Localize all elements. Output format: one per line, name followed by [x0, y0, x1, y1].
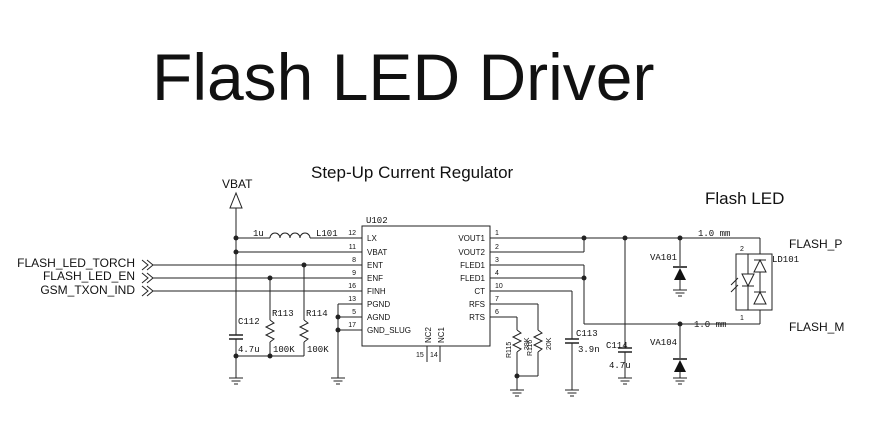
ic-pin-fled1-a: FLED1: [460, 261, 485, 270]
ic-pin-pgnd: PGND: [367, 300, 390, 309]
ic-pin-enf: ENF: [367, 274, 383, 283]
pin-num-15: 15: [416, 352, 424, 359]
r114-value: 100K: [307, 345, 329, 355]
inductor-l101: 1u L101: [236, 229, 362, 239]
ld101-ref: LD101: [772, 255, 799, 265]
pin-num-14: 14: [430, 352, 438, 359]
pin-num-4: 4: [495, 270, 499, 277]
r114-ref: R114: [306, 309, 328, 319]
pin-num-1: 1: [495, 230, 499, 237]
c112-value: 4.7u: [238, 345, 260, 355]
pin-num-16: 16: [348, 283, 356, 290]
resistor-r113: R113 100K: [264, 278, 295, 356]
c114-value: 4.7u: [609, 361, 631, 371]
resistor-r114: R114 100K: [298, 265, 329, 356]
inductor-ref: L101: [316, 229, 338, 239]
tvs-va104: VA104: [650, 321, 688, 385]
pin-num-10: 10: [495, 283, 503, 290]
pin-num-17: 17: [348, 322, 356, 329]
ic-pin-lx: LX: [367, 234, 377, 243]
light-emission-icon: [730, 277, 739, 293]
tvs-va101: VA101: [650, 235, 688, 297]
ic-pin-agnd: AGND: [367, 313, 390, 322]
pin-num-3: 3: [495, 257, 499, 264]
ic-pin-ent: ENT: [367, 261, 383, 270]
trace-top-width: 1.0 mm: [698, 229, 730, 239]
flash-led-ld101: 2 1 LD101: [730, 238, 799, 324]
ic-pin-fled1-b: FLED1: [460, 274, 485, 283]
c112-ref: C112: [238, 317, 260, 327]
ic-pin-vbat: VBAT: [367, 248, 387, 257]
resistor-r115: R115 39K: [506, 317, 531, 390]
ic-pin-nc2: NC2: [424, 326, 433, 343]
vbat-arrow-icon: [229, 191, 243, 252]
c114-ref: C114: [606, 341, 628, 351]
ic-pin-vout2: VOUT2: [458, 248, 485, 257]
net-flash-p: FLASH_P: [789, 237, 842, 251]
signal-flash-led-en: FLASH_LED_EN: [43, 269, 135, 283]
ic-pin-nc1: NC1: [437, 326, 446, 343]
ic-pin-ct: CT: [474, 287, 485, 296]
r115-ref: R115: [506, 342, 513, 358]
inductor-value: 1u: [253, 229, 264, 239]
signal-flash-led-torch: FLASH_LED_TORCH: [17, 256, 135, 270]
capacitor-c112: C112 4.7u: [228, 252, 260, 385]
capacitor-c114: C114 4.7u: [606, 235, 633, 385]
r115-value: 39K: [524, 337, 531, 350]
pin-num-5: 5: [352, 309, 356, 316]
pin-num-12: 12: [348, 230, 356, 237]
ic-u102: U102 LX VBAT ENT ENF FINH PGND AGND GND_…: [348, 216, 503, 362]
ld-pin-2: 2: [740, 246, 744, 253]
va101-ref: VA101: [650, 253, 677, 263]
signal-inputs: FLASH_LED_TORCH FLASH_LED_EN GSM_TXON_IN…: [17, 256, 362, 297]
capacitor-c113: C113 3.9n: [564, 291, 600, 397]
ld-pin-1: 1: [740, 315, 744, 322]
net-flash-m: FLASH_M: [789, 320, 844, 334]
pin-num-11: 11: [349, 244, 356, 251]
resistor-r116: R116 20K: [517, 304, 553, 377]
pin-num-7: 7: [495, 296, 499, 303]
pin-num-13: 13: [348, 296, 356, 303]
flash-led-heading: Flash LED: [705, 189, 784, 208]
ic-ref: U102: [366, 216, 388, 226]
r113-value: 100K: [273, 345, 295, 355]
va104-ref: VA104: [650, 338, 677, 348]
c113-value: 3.9n: [578, 345, 600, 355]
r113-ref: R113: [272, 309, 294, 319]
ic-pin-gnd-slug: GND_SLUG: [367, 326, 411, 335]
pin-num-9: 9: [352, 270, 356, 277]
ic-pin-vout1: VOUT1: [458, 234, 485, 243]
ic-pin-finh: FINH: [367, 287, 386, 296]
r116-ref: R116: [527, 340, 534, 356]
r116-value: 20K: [546, 337, 553, 350]
c113-ref: C113: [576, 329, 598, 339]
vbat-label: VBAT: [222, 177, 253, 191]
subtitle: Step-Up Current Regulator: [311, 163, 514, 182]
page-title: Flash LED Driver: [152, 40, 654, 114]
pin-num-2: 2: [495, 244, 499, 251]
ic-pin-rfs: RFS: [469, 300, 485, 309]
ic-pin-rts: RTS: [469, 313, 485, 322]
pin-num-8: 8: [352, 257, 356, 264]
trace-bottom-width: 1.0 mm: [694, 320, 726, 330]
pin-num-6: 6: [495, 309, 499, 316]
signal-gsm-txon-ind: GSM_TXON_IND: [40, 283, 135, 297]
